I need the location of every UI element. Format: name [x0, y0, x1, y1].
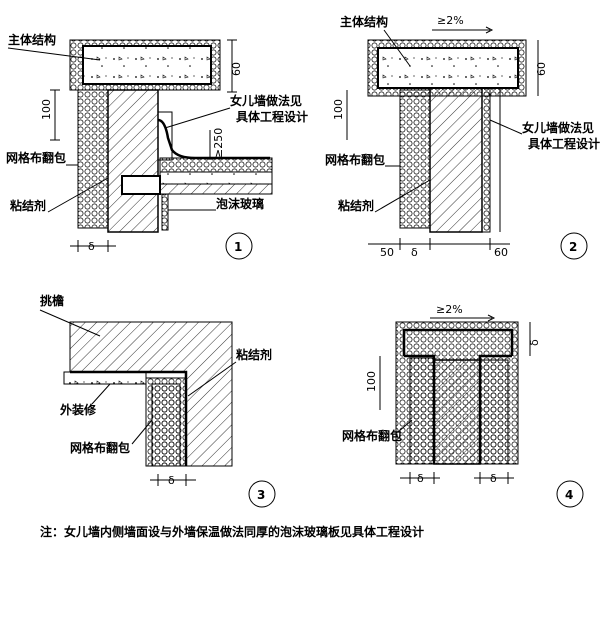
- dim-60: 60: [230, 62, 243, 76]
- roof-insulation: [159, 157, 273, 173]
- dim-delta-left-4: δ: [417, 472, 424, 485]
- label-mesh-wrap-3: 网格布翻包: [70, 440, 130, 455]
- dim-100: 100: [40, 99, 53, 120]
- dim-delta-2: δ: [411, 246, 418, 259]
- label-mesh-wrap: 网格布翻包: [6, 150, 66, 165]
- label-adhesive: 粘结剂: [10, 198, 46, 213]
- detail-number-4: 4: [565, 488, 573, 502]
- label-mesh-wrap-4: 网格布翻包: [342, 428, 402, 443]
- label-main-structure: 主体结构: [8, 32, 56, 47]
- dim-delta-top-4: δ: [528, 339, 541, 346]
- parapet-wall: [107, 89, 159, 233]
- footnote: 注：女儿墙内侧墙面设与外墙保温做法同厚的泡沫玻璃板见具体工程设计: [40, 524, 424, 539]
- detail-3: δ 挑檐 粘结剂 外装修 网格布翻包 3: [39, 293, 276, 508]
- detail-1: 100 60 ≥250 δ 主体结构 网格布翻包 粘结剂 女儿墙做法见 具体工程…: [6, 32, 308, 260]
- dim-100-4: 100: [365, 371, 378, 392]
- detail-number-1: 1: [234, 240, 242, 254]
- label-exterior-finish: 外装修: [60, 402, 97, 417]
- label-parapet-note-2: 具体工程设计: [236, 109, 308, 124]
- label-parapet-note-1-2: 女儿墙做法见: [522, 120, 594, 135]
- label-adhesive-2: 粘结剂: [338, 198, 374, 213]
- dim-250: ≥250: [212, 128, 225, 158]
- dim-50: 50: [380, 246, 394, 259]
- label-parapet-note-2-2: 具体工程设计: [528, 136, 600, 151]
- dim-delta-3: δ: [168, 474, 175, 487]
- slope-label-2: ≥2%: [437, 14, 464, 27]
- detail-number-2: 2: [569, 240, 577, 254]
- dim-delta: δ: [88, 240, 95, 253]
- label-foam-glass: 泡沫玻璃: [216, 196, 264, 211]
- detail-4: ≥2% δ 100 δ δ 网格布翻包 4: [342, 303, 584, 508]
- label-eave: 挑檐: [40, 293, 64, 308]
- label-mesh-wrap-2: 网格布翻包: [325, 152, 385, 167]
- label-main-structure-2: 主体结构: [340, 14, 388, 29]
- detail-number-3: 3: [257, 488, 265, 502]
- slope-label-4: ≥2%: [436, 303, 463, 316]
- label-adhesive-3: 粘结剂: [236, 347, 272, 362]
- dim-delta-right-4: δ: [490, 472, 497, 485]
- dim-60-top: 60: [535, 62, 548, 76]
- dim-60-bottom: 60: [494, 246, 508, 259]
- wall-insulation: [77, 89, 109, 229]
- label-parapet-note-1: 女儿墙做法见: [230, 93, 302, 108]
- dim-100-2: 100: [332, 99, 345, 120]
- detail-2: ≥2% 60 100 50 δ 60 主体结构 网格布翻包 粘结剂 女儿墙做法见…: [325, 14, 600, 260]
